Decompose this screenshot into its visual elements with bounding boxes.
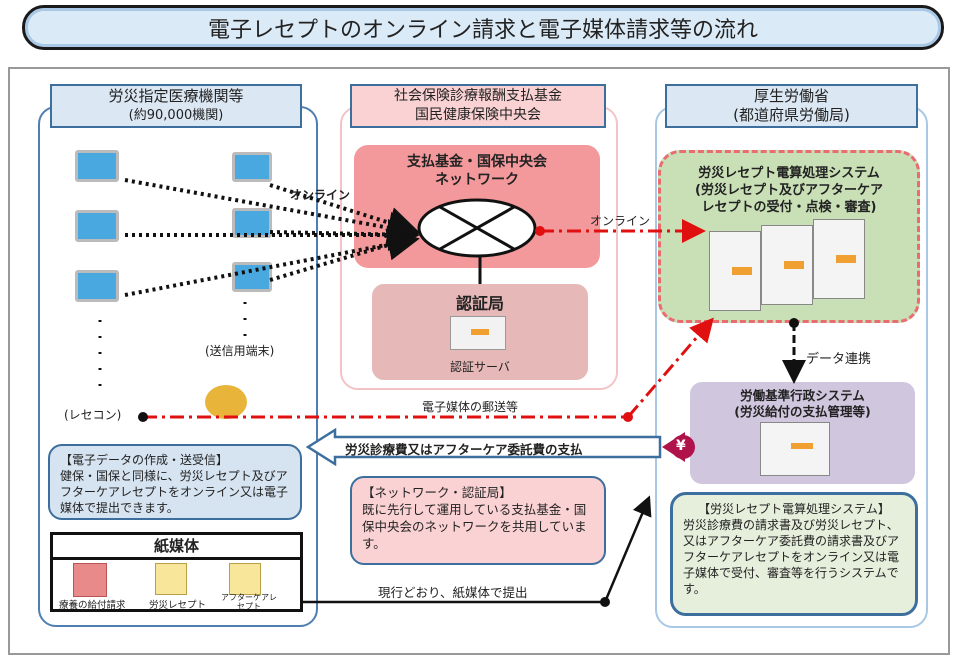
auth-title: 認証局 <box>455 294 504 313</box>
network-info: 【ネットワーク・認証局】既に先行して運用している支払基金・国保中央会のネットワー… <box>350 476 606 565</box>
electronic-data-info: 【電子データの作成・送受信】健保・国保と同様に、労災レセプト及びアフターケアレセ… <box>48 444 302 520</box>
payment-label: 労災診療費又はアフターケア委託費の支払 <box>345 442 583 457</box>
terminal-label: (送信用端末) <box>205 344 275 358</box>
system-title: 労災レセプト電算処理システム <box>698 166 880 181</box>
header-text: 労災指定医療機関等 <box>108 87 244 105</box>
admin-title: 労働基準行政システム <box>740 388 865 403</box>
disk-media-icon <box>205 385 247 419</box>
admin-title: (労災給付の支払管理等) <box>734 404 871 419</box>
yen-icon: ¥ <box>676 438 686 454</box>
paper-item-label: 療養の給付請求 <box>59 600 126 611</box>
document-icon <box>73 563 107 597</box>
desktop-pc-icon <box>75 150 119 182</box>
page-title: 電子レセプトのオンライン請求と電子媒体請求等の流れ <box>22 5 944 50</box>
info-title: 【ネットワーク・認証局】 <box>362 485 512 500</box>
fund-header: 社会保険診療報酬支払基金国民健康保険中央会 <box>350 84 606 128</box>
server-icon <box>813 219 865 299</box>
medical-institutions-header: 労災指定医療機関等 (約90,000機関) <box>50 84 302 128</box>
server-icon <box>450 316 506 350</box>
paper-item-label: アフターケアレセプト <box>221 593 277 611</box>
documents-icon <box>229 563 261 595</box>
laptop-icon <box>232 262 272 292</box>
paper-item-label: 労災レセプト <box>149 600 207 611</box>
desktop-pc-icon <box>75 270 119 302</box>
payment-arrow <box>305 427 662 467</box>
info-title: 【労災レセプト電算処理システム】 <box>698 502 890 516</box>
server-icon <box>760 422 830 476</box>
server-icon <box>709 231 761 311</box>
online-label: オンライン <box>290 188 351 202</box>
auth-server-label: 認証サーバ <box>450 360 510 374</box>
info-body: 既に先行して運用している支払基金・国保中央会のネットワークを共用しています。 <box>362 502 587 551</box>
info-body: 労災診療費の請求書及び労災レセプト、又はアフターケア委託費の請求書及びアフターケ… <box>683 518 900 596</box>
paper-title: 紙媒体 <box>53 535 300 560</box>
server-icon <box>761 225 813 305</box>
admin-system-box: 労働基準行政システム(労災給付の支払管理等) <box>690 382 915 484</box>
online-label: オンライン <box>590 214 651 228</box>
network-title: ネットワーク <box>435 172 519 188</box>
laptop-icon <box>232 152 272 182</box>
header-text: 厚生労働省 <box>753 87 829 105</box>
paper-submit-label: 現行どおり、紙媒体で提出 <box>378 585 528 600</box>
info-body: 健保・国保と同様に、労災レセプト及びアフターケアレセプトをオンライン又は電子媒体… <box>60 469 289 515</box>
header-text: 国民健康保険中央会 <box>415 107 541 123</box>
header-text: (都道府県労働局) <box>733 106 850 124</box>
online-dotted-lines <box>98 178 420 390</box>
header-sub: (約90,000機関) <box>128 108 224 123</box>
paper-media-box: 紙媒体 療養の給付請求 労災レセプト アフターケアレセプト <box>50 532 303 612</box>
header-text: 社会保険診療報酬支払基金 <box>394 88 562 104</box>
rece-system-info: 【労災レセプト電算処理システム】労災診療費の請求書及び労災レセプト、又はアフター… <box>670 492 918 616</box>
auth-box: 認証局 認証サーバ <box>372 284 588 380</box>
rececon-label: (レセコン) <box>64 408 122 422</box>
documents-icon <box>155 563 187 595</box>
data-link-label: データ連携 <box>806 352 872 367</box>
media-mail-label: 電子媒体の郵送等 <box>422 400 519 414</box>
network-title: 支払基金・国保中央会 <box>407 154 547 170</box>
ministry-header: 厚生労働省(都道府県労働局) <box>665 84 918 128</box>
desktop-pc-icon <box>75 210 119 242</box>
system-title: (労災レセプト及びアフターケア <box>695 183 883 198</box>
system-title: レセプトの受付・点検・審査) <box>701 200 877 215</box>
info-title: 【電子データの作成・送受信】 <box>60 453 229 467</box>
